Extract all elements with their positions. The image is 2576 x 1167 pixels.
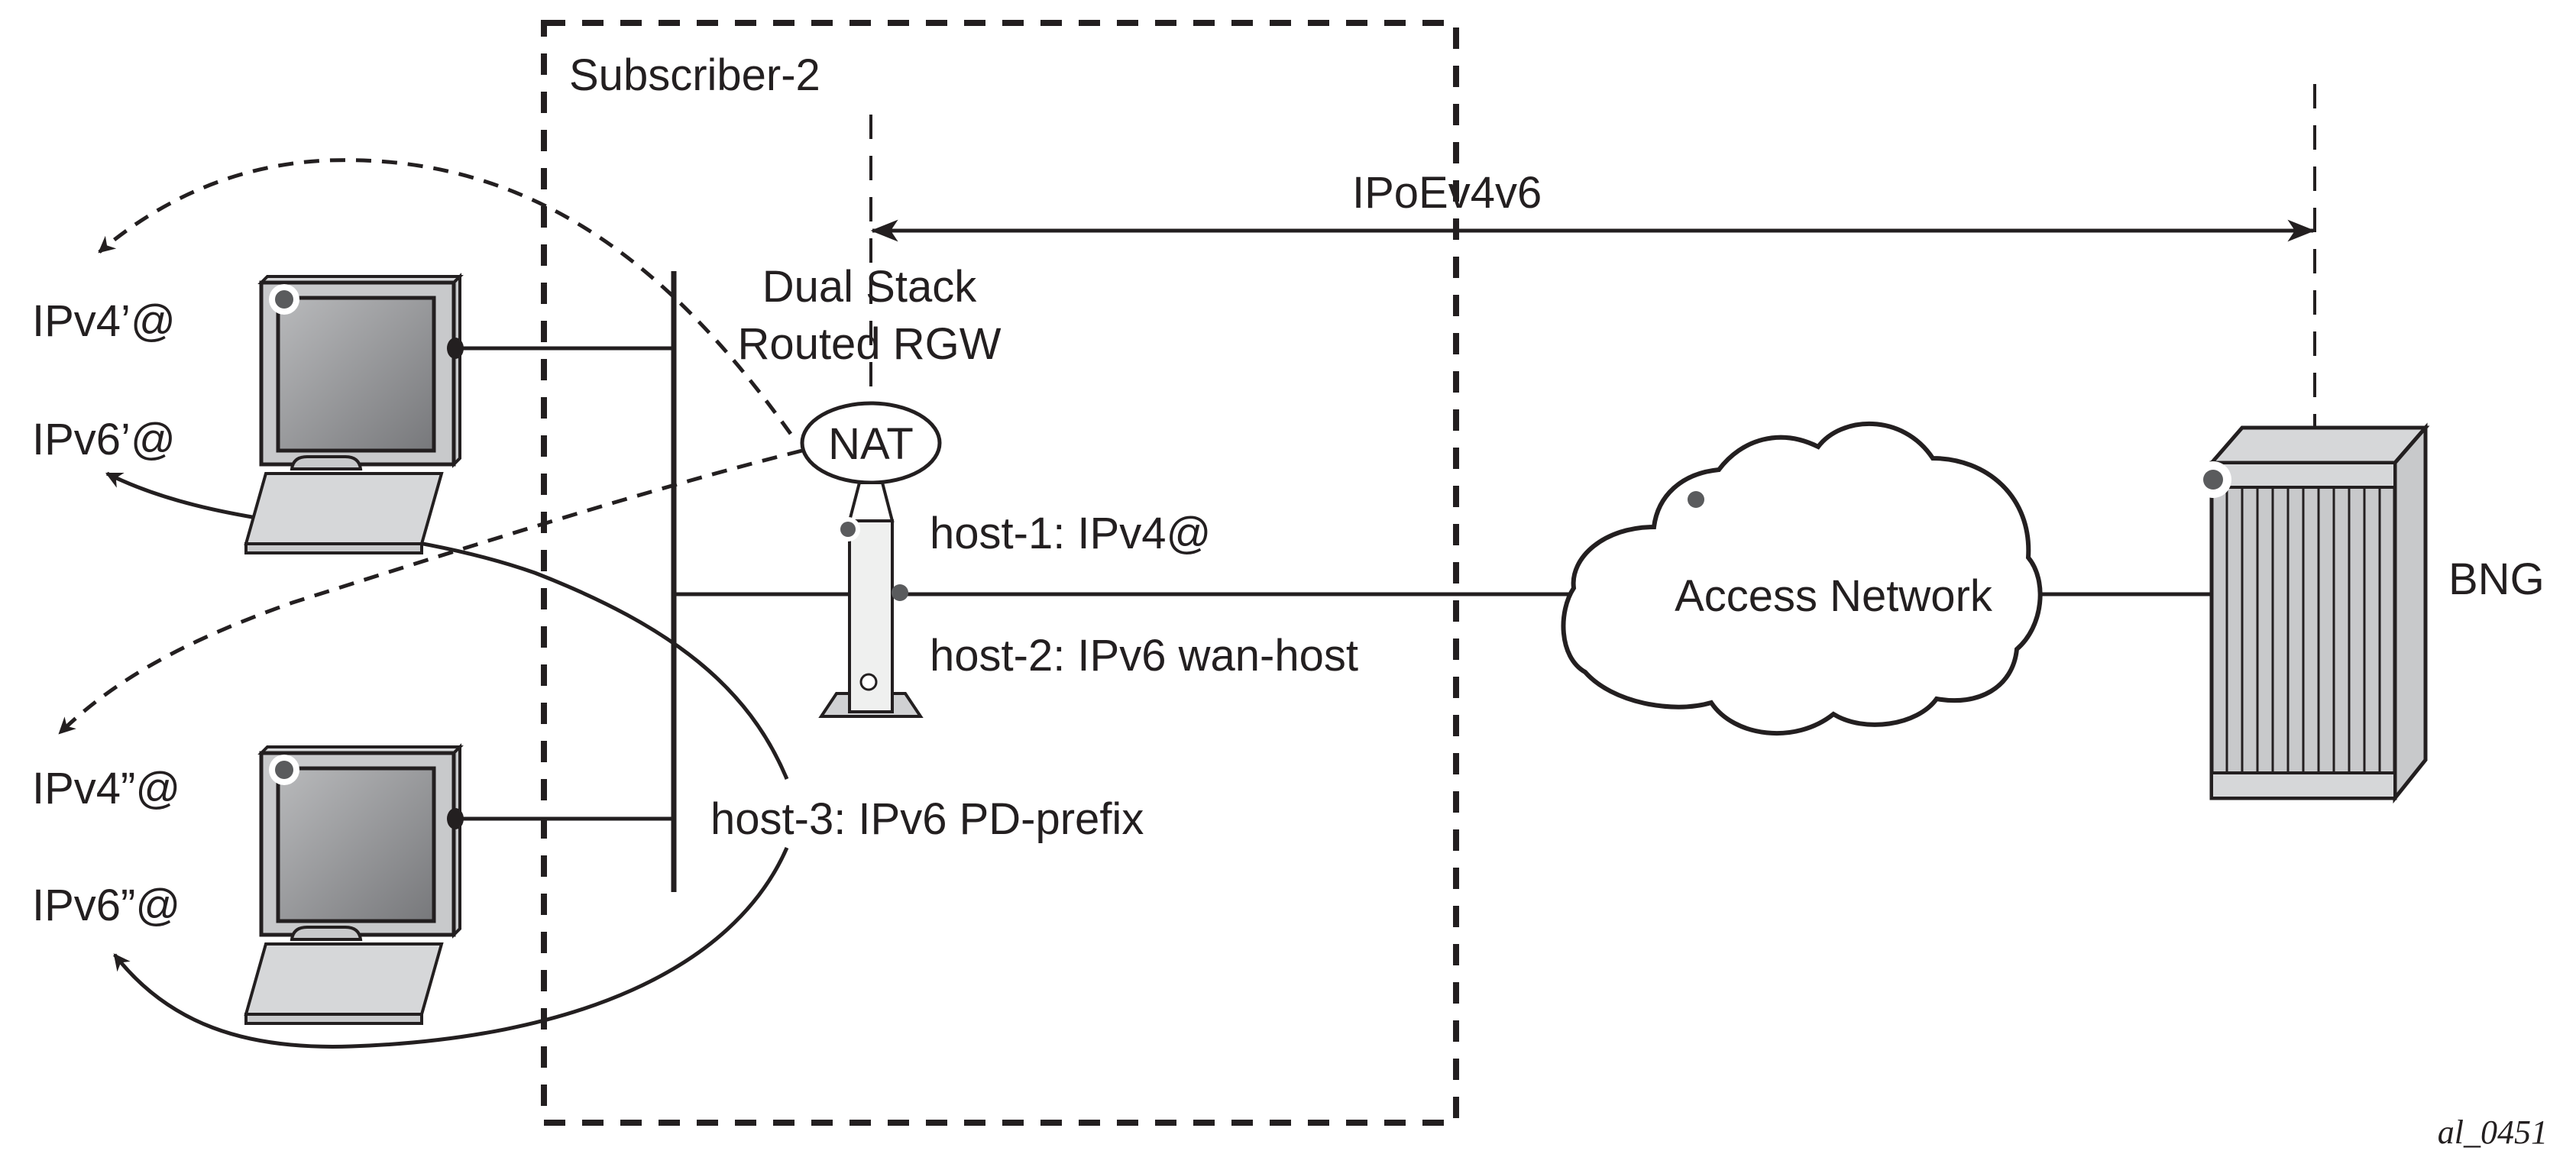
subscriber-label: Subscriber-2 xyxy=(569,50,820,100)
rgw-label-line1: Dual Stack xyxy=(762,262,977,312)
rgw-label-line2: Routed RGW xyxy=(738,319,1002,369)
nat-ipv4-flow-pc1 xyxy=(98,158,793,435)
bng-status-dot xyxy=(2203,470,2223,490)
pc1-ipv6-label: IPv6’@ xyxy=(32,415,176,464)
pd-prefix-flow-pc1 xyxy=(105,471,789,780)
bng-chassis-icon[interactable] xyxy=(2195,422,2430,804)
rgw-device[interactable] xyxy=(818,481,924,718)
bng-label: BNG xyxy=(2448,554,2545,604)
pc2-computer-icon[interactable] xyxy=(244,743,464,1025)
access-network-cloud[interactable]: Access Network xyxy=(1561,421,2043,735)
nat-ipv4-flow-pc2 xyxy=(58,448,803,735)
rgw-wan-port xyxy=(892,584,908,601)
pc2-ipv4-label: IPv4”@ xyxy=(32,764,180,813)
ipoe-tunnel-label: IPoEv4v6 xyxy=(1352,168,1542,218)
rgw-status-dot-inner xyxy=(840,522,856,537)
pc1-computer-icon[interactable] xyxy=(244,273,464,554)
host1-label: host-1: IPv4@ xyxy=(930,509,1211,558)
nat-label: NAT xyxy=(828,419,914,469)
figure-id: al_0451 xyxy=(2438,1114,2548,1151)
nat-function[interactable]: NAT xyxy=(800,401,942,485)
pc1-ipv4-label: IPv4’@ xyxy=(32,296,176,346)
rgw-led-icon xyxy=(859,673,878,691)
subscriber-boundary xyxy=(541,20,1459,1126)
cloud-label: Access Network xyxy=(1675,571,1993,621)
pc2-ipv6-label: IPv6”@ xyxy=(32,881,180,930)
host2-label: host-2: IPv6 wan-host xyxy=(930,631,1358,680)
cloud-status-dot xyxy=(1688,491,1704,508)
host3-label: host-3: IPv6 PD-prefix xyxy=(710,794,1144,844)
rgw-neck xyxy=(847,481,895,522)
pd-prefix-flow-pc2 xyxy=(113,846,789,1049)
